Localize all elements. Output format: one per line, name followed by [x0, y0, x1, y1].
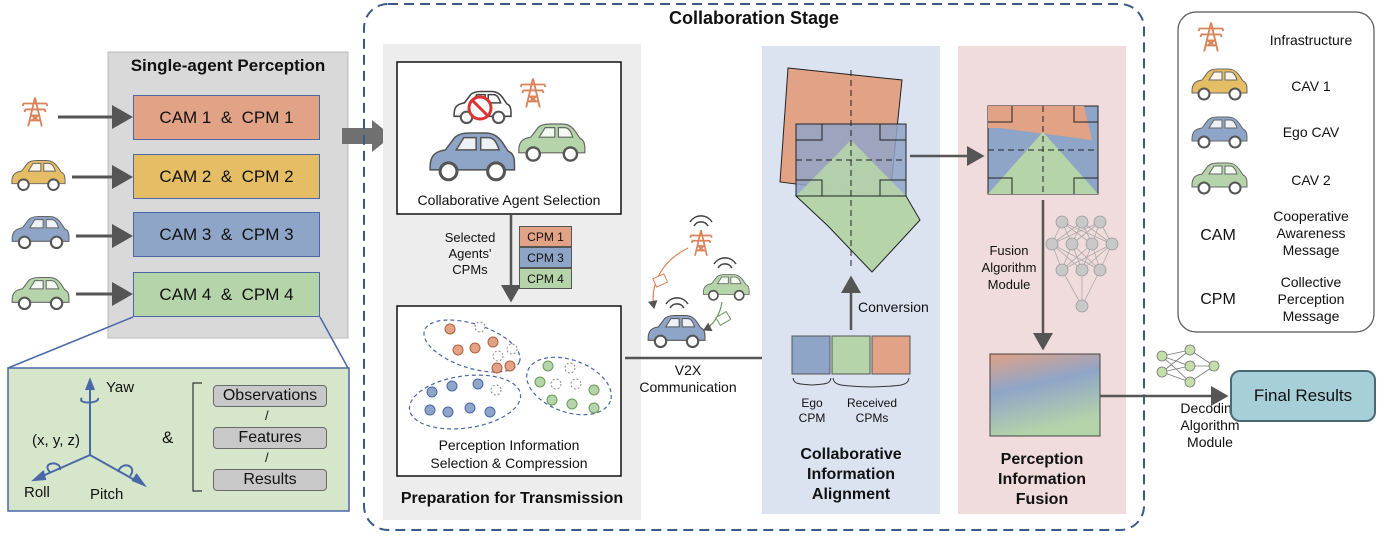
fusion-algo-3: Module [987, 277, 1031, 292]
single-agent-title: Single-agent Perception [130, 56, 326, 75]
legend-cpm-abbr: CPM [1200, 291, 1236, 308]
v2x-line-2: Communication [639, 379, 737, 395]
recv-line-2: CPMs [855, 411, 889, 425]
row-2-label: CAM 2 & CPM 2 [159, 166, 294, 186]
legend-cav1-label: CAV 1 [1291, 78, 1331, 94]
final-results-label: Final Results [1253, 386, 1353, 405]
row-3-label: CAM 3 & CPM 3 [159, 224, 294, 244]
collab-stage-border [363, 3, 1145, 531]
fusion-algo-2: Algorithm [981, 260, 1037, 275]
cpm-full-2: Perception [1277, 291, 1345, 307]
infrastructure-icon [22, 96, 48, 128]
selected-line-3: CPMs [452, 262, 488, 277]
observations-chip: Observations [213, 385, 327, 407]
cluster-green [526, 356, 612, 416]
v2x-line-1: V2X [674, 362, 702, 378]
xyz-label: (x, y, z) [32, 432, 81, 449]
results-chip: Results [213, 469, 327, 491]
legend-ego-label: Ego CAV [1282, 124, 1340, 140]
align-title-1: Collaborative [800, 446, 902, 463]
cam-cpm-row-2: CAM 2 & CPM 2 [133, 154, 320, 199]
alignment-graphic [779, 67, 921, 273]
fusion-title: Perception Information Fusion [958, 450, 1126, 510]
align-title-2: Information [807, 466, 895, 483]
v2x-illustration [647, 215, 750, 349]
axes-graphic [31, 377, 147, 488]
fusion-title-3: Fusion [1015, 491, 1069, 508]
conversion-label: Conversion [858, 299, 929, 315]
ego-cpm-label: Ego CPM [792, 396, 832, 426]
align-title-3: Alignment [811, 486, 891, 503]
legend-infra-label: Infrastructure [1269, 32, 1353, 48]
info-selection-label: Perception Information Selection & Compr… [397, 436, 621, 472]
fusion-graphic [987, 105, 1099, 195]
row-4-label: CAM 4 & CPM 4 [159, 284, 294, 304]
sep-1: / [265, 408, 269, 423]
chip-cpm-4: CPM 4 [519, 268, 572, 289]
pitch-label: Pitch [90, 486, 124, 503]
decoding-line-1: Decoding [1180, 400, 1240, 416]
fusion-algo-1: Fusion [989, 243, 1029, 258]
ego-brace [792, 377, 832, 386]
collab-title: Collaboration Stage [668, 8, 839, 28]
cpm-full-1: Collective [1280, 274, 1342, 290]
received-cpm-block-2 [871, 335, 911, 375]
big-arrow [342, 120, 392, 152]
selected-line-2: Agents' [448, 246, 492, 261]
cam-full-3: Message [1282, 242, 1340, 258]
v2x-label: V2X Communication [636, 362, 740, 396]
received-brace [832, 377, 910, 388]
recv-line-1: Received [846, 396, 898, 410]
decoding-line-2: Algorithm [1180, 417, 1240, 433]
fusion-network-icon [1045, 215, 1119, 313]
legend-cpm-full: Collective Perception Message [1256, 274, 1366, 325]
legend-cam-full: Cooperative Awareness Message [1256, 208, 1366, 259]
sep-2: / [265, 450, 269, 465]
chip-cpm-1: CPM 1 [519, 226, 572, 247]
decoding-network-icon [1156, 344, 1220, 388]
received-cpms-label: Received CPMs [834, 396, 910, 426]
fusion-algo-label: Fusion Algorithm Module [976, 242, 1042, 293]
yaw-label: Yaw [106, 379, 135, 396]
detail-callout-lines [7, 316, 349, 369]
info-sel-line-1: Perception Information [438, 437, 580, 453]
final-results-box: Final Results [1230, 370, 1376, 422]
cam-cpm-row-4: CAM 4 & CPM 4 [133, 272, 320, 317]
decoding-label: Decoding Algorithm Module [1170, 400, 1250, 451]
cam-cpm-row-3: CAM 3 & CPM 3 [133, 212, 320, 257]
cam-full-2: Awareness [1276, 225, 1346, 241]
info-sel-line-2: Selection & Compression [430, 455, 588, 471]
agent-selection-label: Collaborative Agent Selection [417, 192, 601, 208]
cluster-orange [423, 319, 521, 374]
detail-ampersand: & [162, 428, 174, 447]
ego-line-2: CPM [798, 411, 826, 425]
fusion-title-1: Perception [1000, 451, 1084, 468]
prep-title: Preparation for Transmission [400, 490, 624, 507]
alignment-title: Collaborative Information Alignment [762, 445, 940, 505]
ego-cpm-block [791, 335, 831, 375]
cpm-full-3: Message [1282, 308, 1340, 324]
cluster-blue [408, 374, 522, 430]
decoding-line-3: Module [1187, 434, 1233, 450]
row-1-label: CAM 1 & CPM 1 [159, 107, 294, 127]
ego-car-icon [11, 215, 70, 250]
cav2-car-icon [11, 276, 70, 311]
cam-full-1: Cooperative [1273, 208, 1349, 224]
cam-cpm-row-1: CAM 1 & CPM 1 [133, 95, 320, 140]
fusion-title-2: Information [998, 471, 1086, 488]
legend-cam-abbr: CAM [1200, 227, 1236, 244]
roll-label: Roll [24, 484, 50, 501]
chip-cpm-3: CPM 3 [519, 247, 572, 268]
legend-cav2-label: CAV 2 [1291, 172, 1331, 188]
features-chip: Features [213, 427, 327, 449]
selected-cpms-label: Selected Agents' CPMs [430, 230, 510, 278]
ego-line-1: Ego [801, 396, 823, 410]
fused-result-image [989, 353, 1101, 437]
cav1-car-icon [10, 159, 66, 191]
detail-bracket [192, 382, 202, 492]
selected-line-1: Selected [444, 230, 496, 245]
received-cpm-block-1 [831, 335, 871, 375]
agent-selection-box [396, 61, 622, 215]
